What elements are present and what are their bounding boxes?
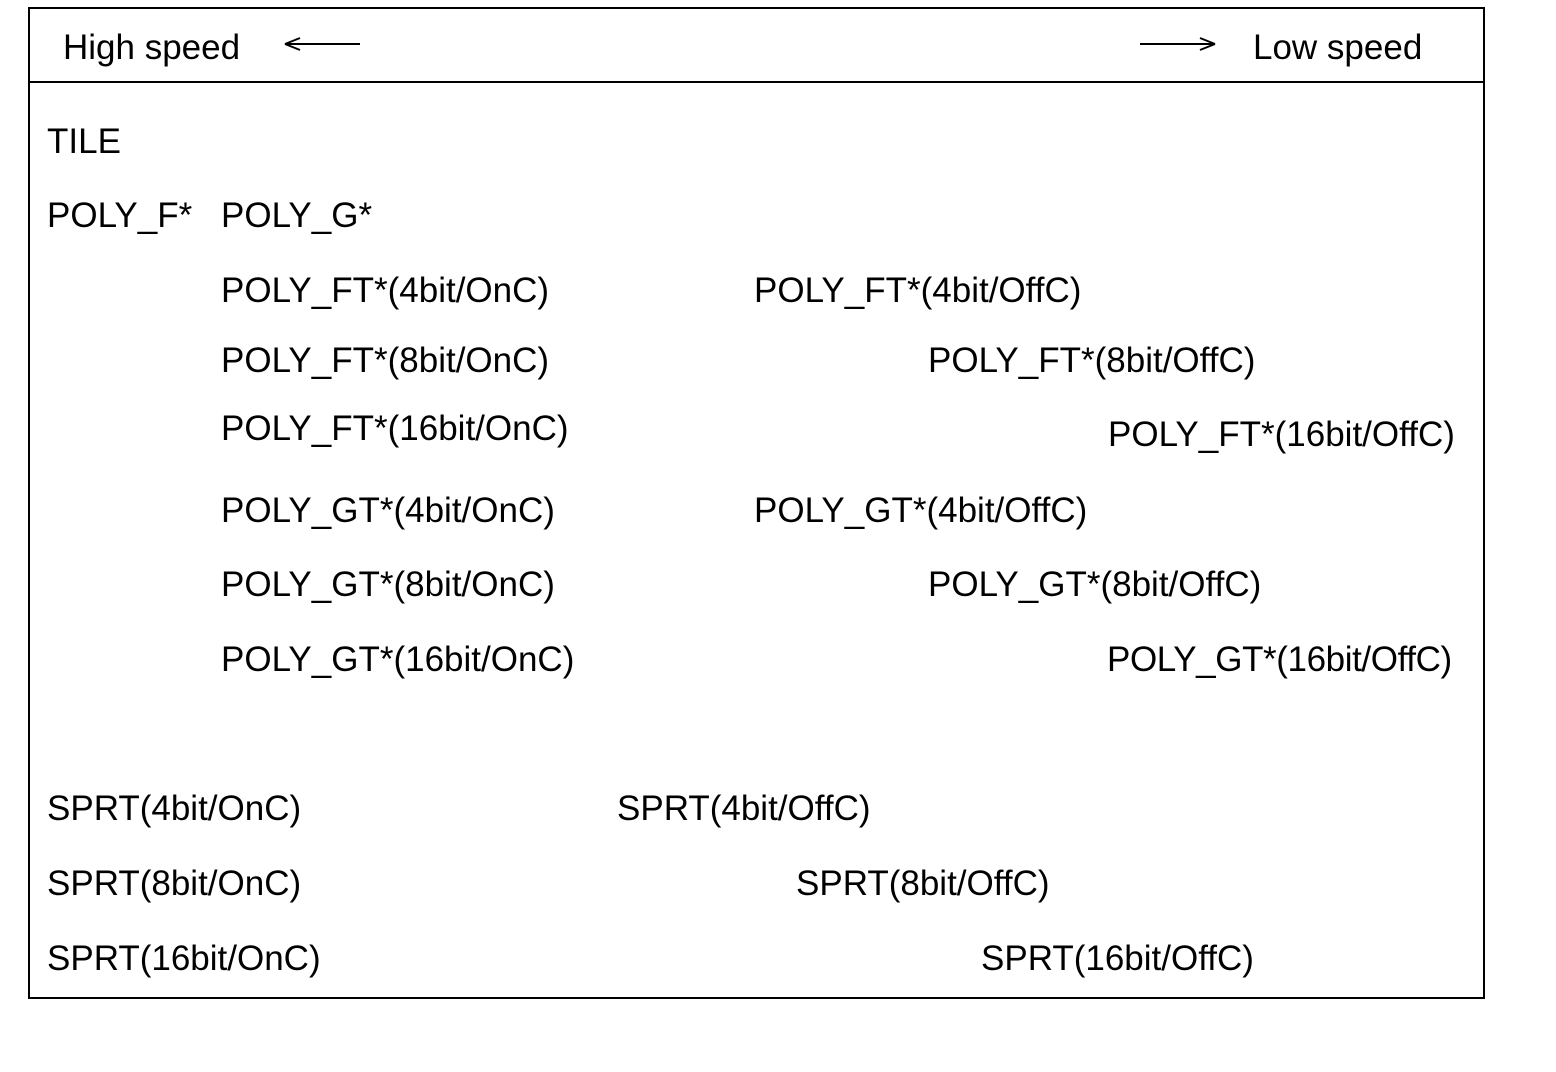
primitive-tile: TILE bbox=[47, 122, 121, 161]
primitive-sprt-16bit-onc: SPRT(16bit/OnC) bbox=[47, 939, 321, 978]
primitive-poly-g: POLY_G* bbox=[221, 196, 373, 235]
primitive-poly-ft-4bit-offc: POLY_FT*(4bit/OffC) bbox=[754, 271, 1082, 310]
diagram-frame bbox=[28, 7, 1485, 999]
low-speed-label: Low speed bbox=[1253, 28, 1423, 67]
primitive-poly-ft-16bit-onc: POLY_FT*(16bit/OnC) bbox=[221, 409, 569, 448]
primitive-poly-gt-4bit-onc: POLY_GT*(4bit/OnC) bbox=[221, 491, 555, 530]
arrow-left-icon bbox=[284, 37, 360, 51]
header-divider bbox=[28, 81, 1485, 83]
primitive-poly-ft-8bit-onc: POLY_FT*(8bit/OnC) bbox=[221, 341, 550, 380]
primitive-poly-gt-8bit-offc: POLY_GT*(8bit/OffC) bbox=[928, 565, 1262, 604]
high-speed-label: High speed bbox=[63, 28, 241, 67]
primitive-sprt-16bit-offc: SPRT(16bit/OffC) bbox=[981, 939, 1254, 978]
primitive-poly-ft-4bit-onc: POLY_FT*(4bit/OnC) bbox=[221, 271, 550, 310]
primitive-sprt-4bit-onc: SPRT(4bit/OnC) bbox=[47, 789, 302, 828]
primitive-sprt-8bit-offc: SPRT(8bit/OffC) bbox=[796, 864, 1050, 903]
primitive-poly-gt-16bit-offc: POLY_GT*(16bit/OffC) bbox=[1107, 640, 1452, 679]
primitive-poly-f: POLY_F* bbox=[47, 196, 193, 235]
primitive-poly-ft-16bit-offc: POLY_FT*(16bit/OffC) bbox=[1108, 415, 1455, 454]
primitive-sprt-4bit-offc: SPRT(4bit/OffC) bbox=[617, 789, 871, 828]
primitive-poly-gt-16bit-onc: POLY_GT*(16bit/OnC) bbox=[221, 640, 575, 679]
primitive-poly-gt-8bit-onc: POLY_GT*(8bit/OnC) bbox=[221, 565, 555, 604]
primitive-poly-gt-4bit-offc: POLY_GT*(4bit/OffC) bbox=[754, 491, 1088, 530]
primitive-sprt-8bit-onc: SPRT(8bit/OnC) bbox=[47, 864, 302, 903]
primitive-poly-ft-8bit-offc: POLY_FT*(8bit/OffC) bbox=[928, 341, 1256, 380]
arrow-right-icon bbox=[1140, 37, 1216, 51]
